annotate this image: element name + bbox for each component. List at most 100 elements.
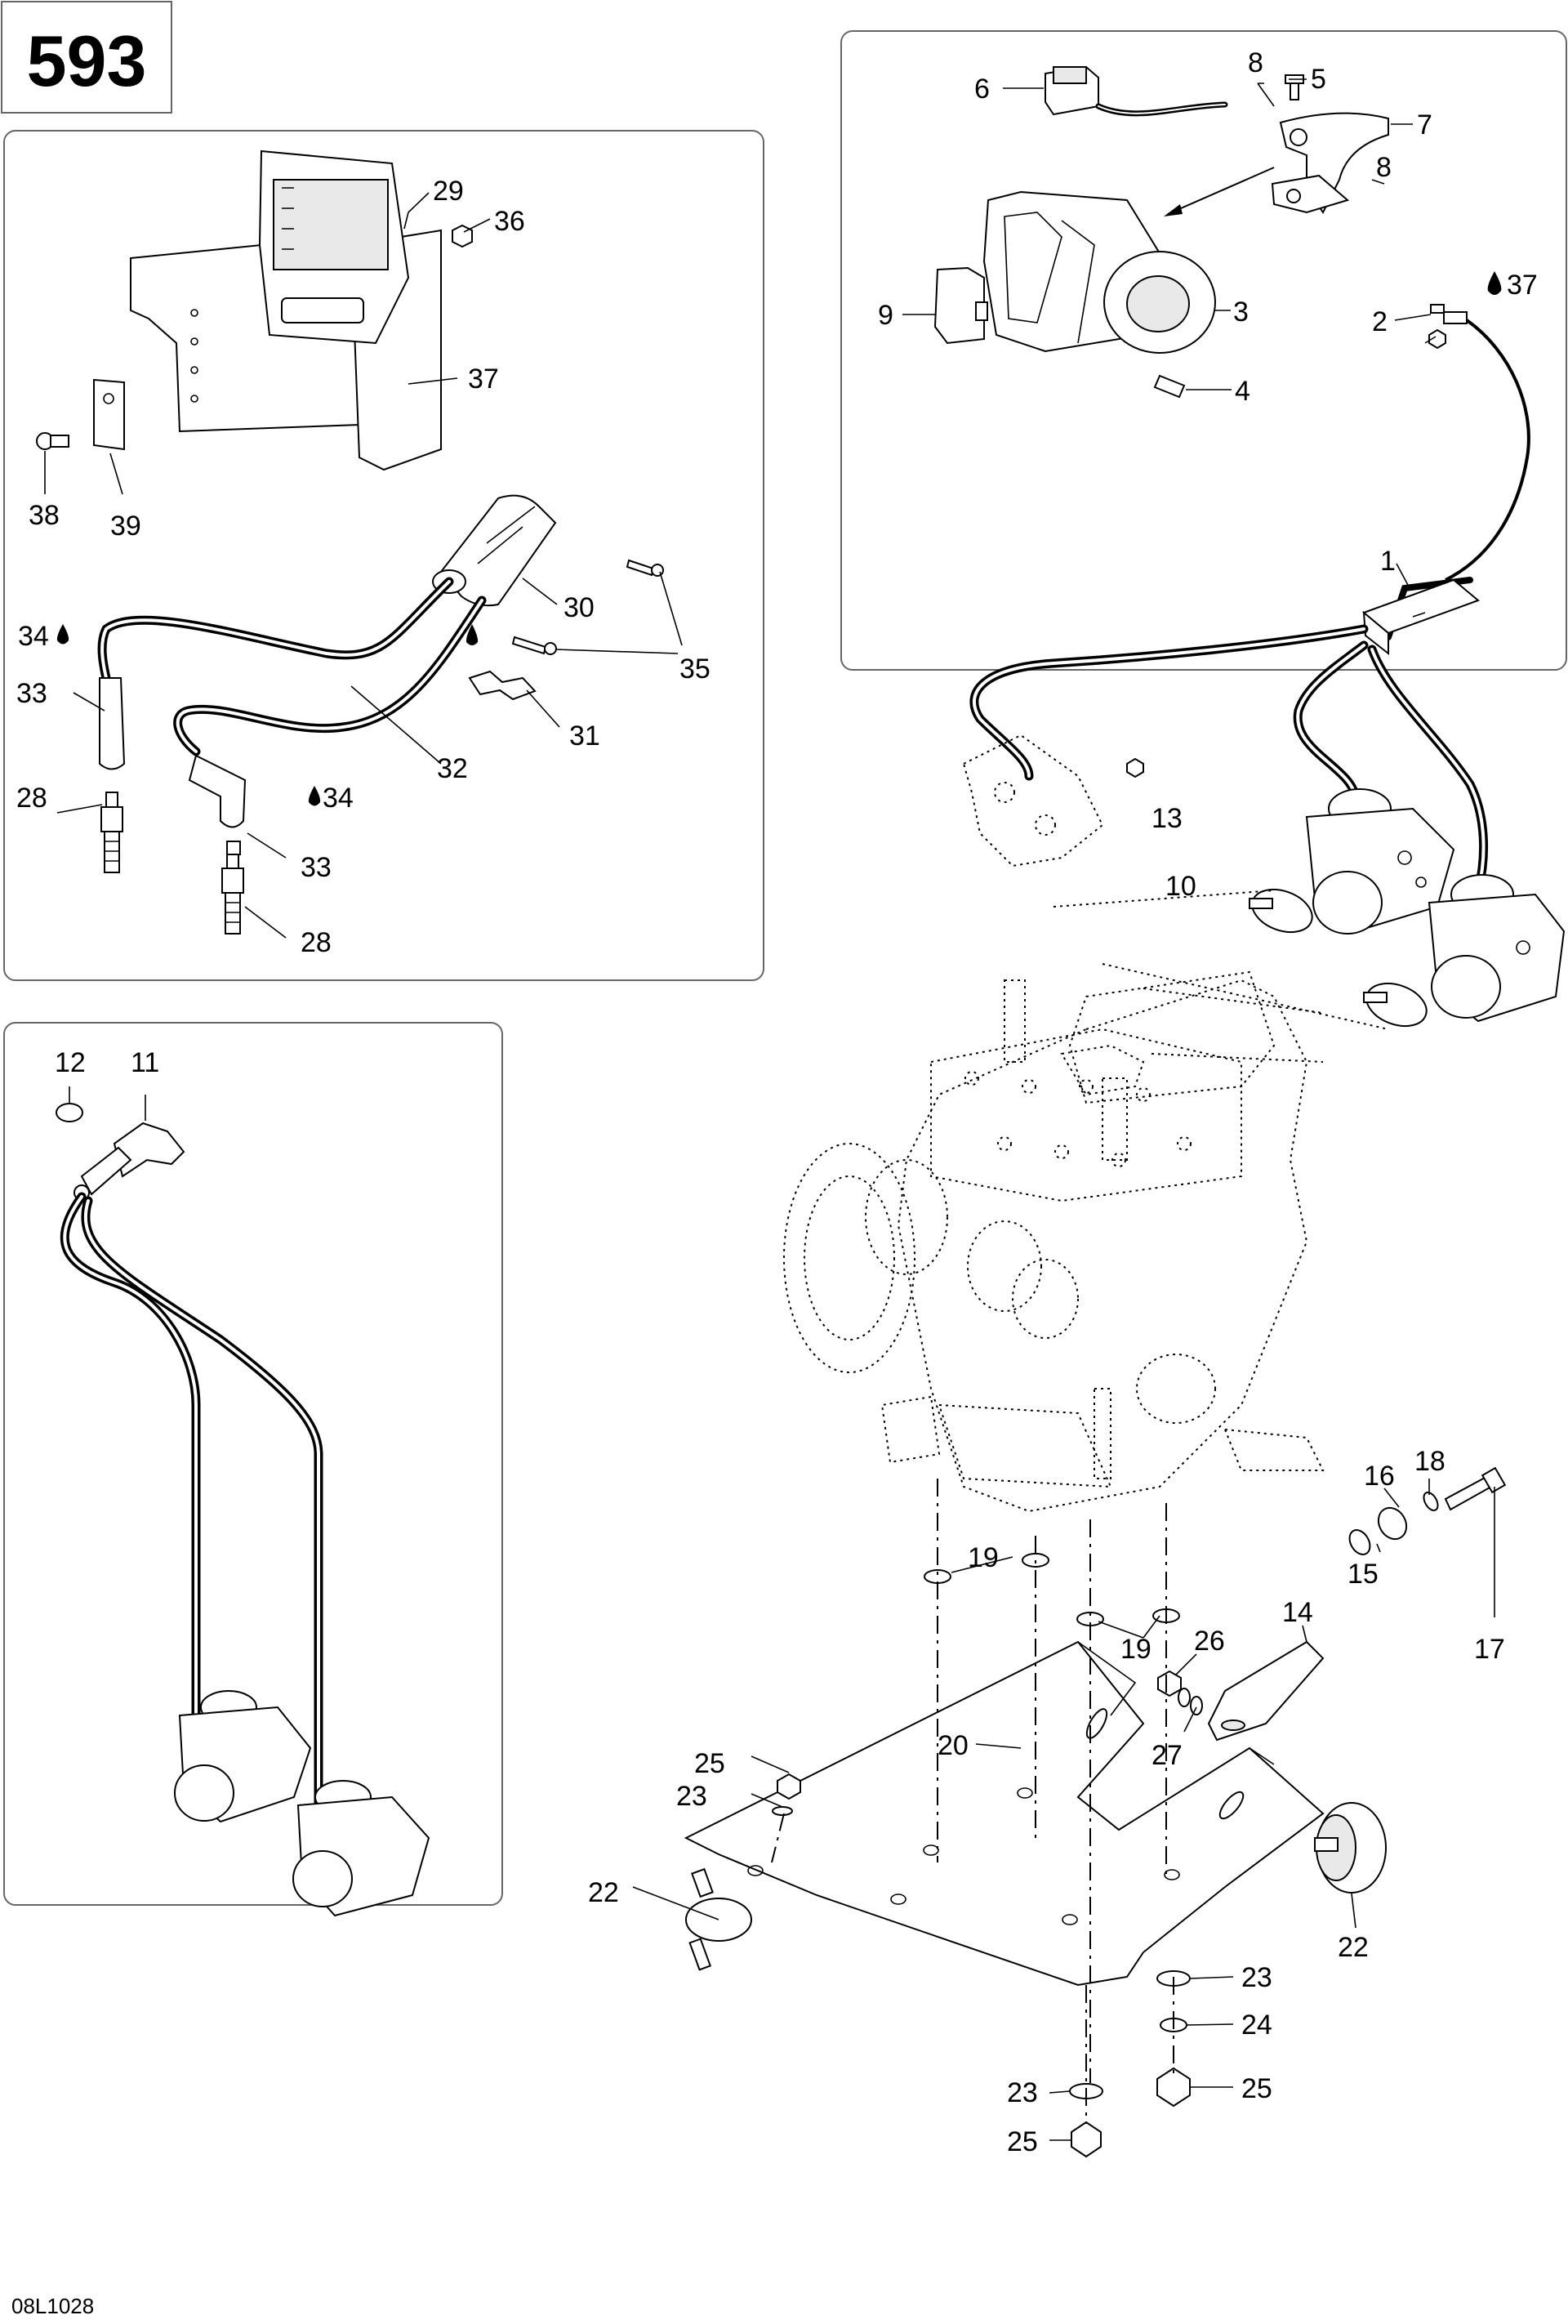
assembly-arrow (1167, 167, 1275, 215)
figure-code: 08L1028 (11, 2294, 94, 2318)
callout-22-right: 22 (1338, 1932, 1369, 1963)
assembly-arrow-head (1164, 204, 1183, 216)
nut-26 (1157, 1670, 1182, 1697)
callout-17: 17 (1474, 1634, 1505, 1665)
inset-ignition-panel (3, 130, 764, 981)
callout-7: 7 (1417, 109, 1432, 141)
callout-22-left: 22 (588, 1877, 619, 1908)
bolt-17 (1444, 1466, 1507, 1511)
centerlines (771, 1479, 1174, 2124)
callout-11: 11 (131, 1047, 159, 1078)
cap-boot-right (226, 841, 241, 855)
callout-15: 15 (1348, 1559, 1379, 1590)
callout-10: 10 (1165, 871, 1196, 902)
nut-2 (1428, 328, 1446, 350)
inset-sensor-panel (3, 1022, 503, 1906)
leaders-throttle (902, 78, 1437, 587)
coil-screw-lower (511, 636, 557, 655)
callout-33-right: 33 (301, 852, 332, 883)
callout-39: 39 (110, 511, 141, 542)
screw-4 (1153, 374, 1186, 399)
lower-hardware (1069, 1970, 1191, 2158)
cable-junction-1 (1362, 578, 1480, 656)
callout-4: 4 (1235, 376, 1250, 407)
page-number: 593 (27, 20, 147, 101)
callout-3: 3 (1233, 297, 1249, 328)
lubricant-drop-icon (308, 786, 321, 806)
callout-35: 35 (679, 653, 710, 685)
connector-31 (468, 670, 537, 701)
callout-30: 30 (564, 592, 595, 623)
sensor-wire-drawing (60, 1192, 323, 1835)
callout-27: 27 (1152, 1740, 1183, 1771)
throttle-lever-drawing (1271, 112, 1389, 214)
spark-plug-left (100, 792, 123, 873)
washer-27 (1178, 1688, 1203, 1715)
nut-12 (56, 1103, 83, 1122)
leaders-mount (632, 1479, 1495, 2141)
carburetor-right-drawing (1428, 874, 1566, 1023)
bushing-16 (1377, 1506, 1408, 1541)
sensor-11 (74, 1122, 185, 1201)
washer-18 (1423, 1492, 1439, 1511)
mount-plate-drawing (684, 1640, 1325, 1987)
spark-plug-right (221, 853, 244, 935)
coil-screw-upper (626, 559, 664, 577)
cover-9 (933, 266, 988, 345)
callout-37-left: 37 (468, 364, 499, 395)
callout-8-bottom: 8 (1376, 152, 1392, 183)
inset-throttle-panel (840, 30, 1567, 671)
callout-24: 24 (1241, 2010, 1272, 2041)
callouts: 1 2 3 4 5 6 7 8 8 9 10 11 12 13 14 15 16… (16, 47, 1538, 2157)
callout-2: 2 (1372, 306, 1388, 337)
callout-25-lower: 25 (1007, 2126, 1038, 2157)
spark-plug-cap-right (188, 754, 247, 828)
callout-12: 12 (55, 1047, 86, 1078)
callout-28-left: 28 (16, 783, 47, 814)
oil-pump-drawing (962, 734, 1104, 868)
callout-25-upper: 25 (694, 1748, 725, 1779)
callout-28-right: 28 (301, 927, 332, 958)
spark-plug-cap-left (99, 677, 126, 770)
callout-34-left: 34 (18, 621, 49, 652)
callout-9: 9 (878, 300, 893, 331)
callout-31: 31 (569, 720, 600, 752)
nut-25-upper (777, 1773, 801, 1800)
callout-29: 29 (433, 176, 464, 207)
callout-36: 36 (494, 206, 525, 237)
rubber-mount-right-22 (1314, 1802, 1387, 1894)
callout-8-top: 8 (1248, 47, 1263, 78)
callout-23-upper: 23 (676, 1781, 707, 1812)
lubricant-drop-icon (56, 624, 69, 645)
bracket-screw-38 (36, 432, 69, 450)
callout-32: 32 (437, 753, 468, 784)
callout-5: 5 (1311, 64, 1326, 95)
nut-13 (1126, 757, 1144, 778)
callout-23-right: 23 (1241, 1962, 1272, 1993)
callout-1: 1 (1380, 546, 1396, 577)
lubricant-drop-icon (466, 624, 479, 645)
ecu-bracket-drawing (130, 149, 442, 471)
inset-carburetor-left (174, 1690, 312, 1823)
nut-36 (452, 224, 473, 248)
callout-26: 26 (1194, 1626, 1225, 1657)
callout-19-bottom: 19 (1120, 1634, 1152, 1665)
bracket-14 (1207, 1640, 1325, 1742)
callout-23-lower: 23 (1007, 2077, 1038, 2108)
switch-6 (1045, 65, 1228, 117)
lubricant-drop-icon (1487, 271, 1502, 295)
washer-23-upper (772, 1806, 793, 1816)
throttle-cables-to-carbs (969, 624, 1489, 895)
washers-19 (924, 1553, 1180, 1626)
callout-25-right: 25 (1241, 2073, 1272, 2104)
throttle-housing-drawing (982, 190, 1216, 354)
clamp-10-right (1363, 982, 1428, 1028)
spacer-15 (1348, 1529, 1371, 1555)
callout-33-left: 33 (16, 678, 47, 709)
page-number-box: 593 (1, 1, 172, 114)
callout-18: 18 (1414, 1446, 1446, 1477)
callout-34-right: 34 (323, 783, 354, 814)
callout-20: 20 (938, 1730, 969, 1761)
engine-drawing (783, 890, 1389, 1513)
